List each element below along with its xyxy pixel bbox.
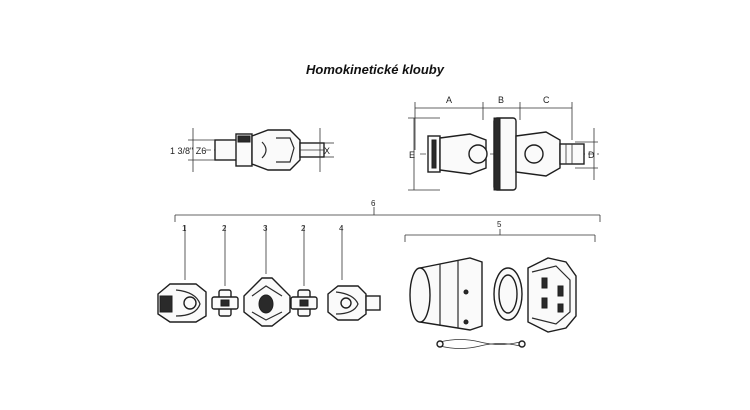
dimension-label-c: C [543, 95, 550, 105]
part-callout-2a: 2 [222, 224, 227, 233]
assembly-bracket [174, 207, 601, 286]
part-2-cross-left [211, 289, 239, 317]
part-5-guard-cone [527, 257, 577, 333]
spline-label: 1 3/8" Z6 [170, 146, 206, 156]
part-5-bearing-ring [493, 267, 523, 321]
part-callout-1: 1 [182, 224, 187, 233]
part-4-yoke [327, 285, 381, 321]
part-5-safety-chain [436, 339, 526, 349]
dimension-label-e: E [409, 150, 415, 160]
dimension-label-a: A [446, 95, 452, 105]
dimension-view-joint [408, 102, 600, 191]
part-callout-2b: 2 [301, 224, 306, 233]
part-1-yoke [157, 283, 207, 323]
part-callout-3: 3 [263, 224, 268, 233]
dimension-label-d: D [588, 150, 595, 160]
part-5-guard-tube [409, 257, 483, 331]
axis-label-x: X [324, 146, 330, 156]
part-callout-5: 5 [497, 220, 502, 229]
part-3-center-housing [243, 277, 291, 327]
diagram-title: Homokinetické klouby [306, 62, 444, 77]
side-view-yoke [188, 128, 334, 172]
dimension-label-b: B [498, 95, 504, 105]
part-callout-4: 4 [339, 224, 344, 233]
part-2-cross-right [290, 289, 318, 317]
assembly-callout: 6 [371, 199, 376, 208]
